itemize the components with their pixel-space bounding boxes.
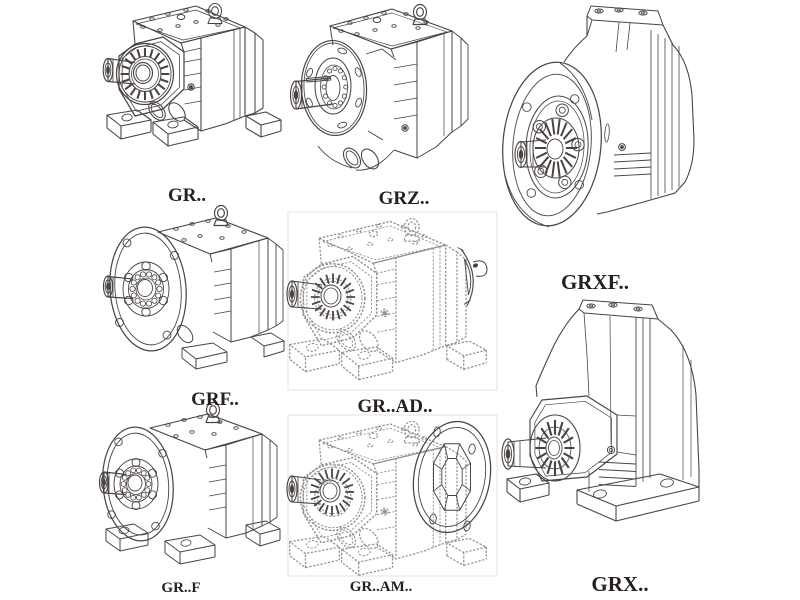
svg-text:GRZ..: GRZ..	[379, 188, 430, 209]
svg-text:GR..F: GR..F	[161, 580, 200, 596]
svg-text:GR..AM..: GR..AM..	[350, 579, 413, 595]
svg-text:GRX..: GRX..	[591, 572, 648, 596]
svg-text:GR..: GR..	[168, 185, 206, 206]
svg-text:GRXF..: GRXF..	[561, 270, 629, 294]
svg-text:GRF..: GRF..	[191, 389, 239, 410]
svg-text:GR..AD..: GR..AD..	[358, 396, 433, 417]
